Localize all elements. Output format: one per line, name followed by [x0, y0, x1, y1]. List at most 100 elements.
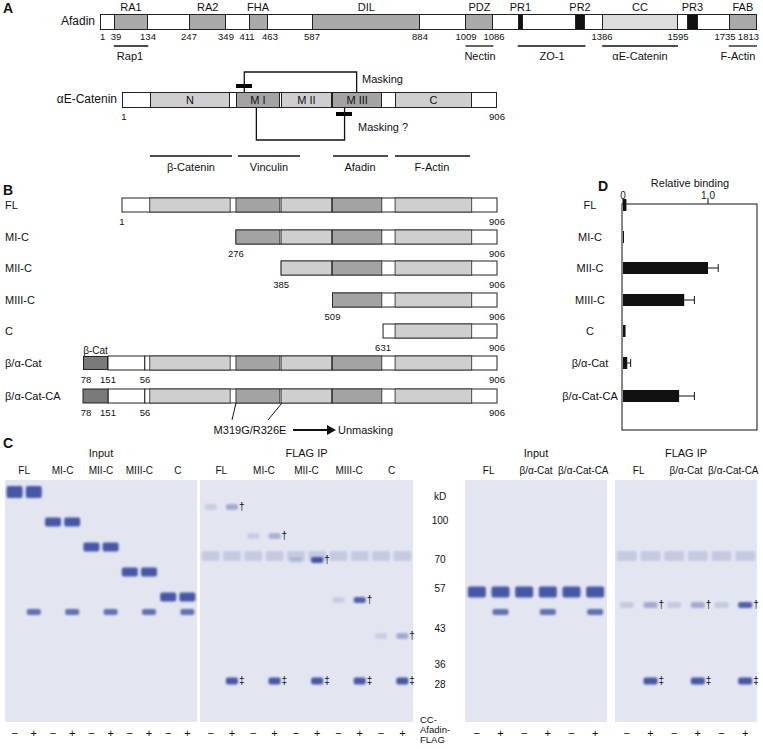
construct-bar [122, 198, 497, 212]
figure-label: αE-Catenin [612, 50, 667, 63]
domain-label: N [186, 94, 194, 107]
gel-band [65, 609, 79, 615]
domain-label: RA1 [120, 1, 141, 14]
figure-label: 411 [239, 32, 254, 43]
figure-label: − [293, 727, 299, 740]
figure-label: β/α-Cat-CA [558, 465, 608, 477]
figure-label: 151 [100, 408, 116, 419]
figure-label: ‡ [753, 675, 759, 687]
gel-band [396, 633, 408, 639]
construct-bar [383, 324, 497, 338]
domain-segment [332, 261, 381, 275]
domain-segment [395, 389, 472, 403]
gel-band [269, 678, 281, 685]
figure-label: FLAG IP [665, 447, 707, 460]
gel-band [26, 486, 42, 498]
construct-bar [281, 261, 497, 275]
error-bar [679, 396, 694, 397]
figure-label: ‡ [239, 675, 245, 687]
figure-label: MI-C [253, 465, 275, 477]
domain-segment [332, 389, 381, 403]
gel-band [735, 551, 755, 561]
gel-band [587, 609, 603, 615]
figure-label: 28 [434, 679, 445, 691]
figure-label: 151 [100, 375, 116, 386]
figure-label: Afadin [344, 161, 375, 174]
figure-label: + [497, 727, 503, 740]
figure-label: 463 [262, 32, 278, 43]
binding-region-line [729, 45, 757, 46]
domain-box: C [395, 92, 472, 108]
gel-band [27, 609, 41, 615]
figure-label: 906 [489, 375, 505, 386]
figure-label: † [324, 554, 330, 566]
gel-band [247, 533, 259, 539]
figure-label: 1595 [667, 32, 688, 43]
gel-band [141, 568, 157, 577]
figure-label: 1386 [591, 32, 612, 43]
domain-segment [332, 198, 381, 212]
gel-image [465, 480, 607, 722]
figure-label: 276 [228, 249, 244, 260]
domain-label: PDZ [468, 1, 490, 14]
figure-label: ZO-1 [539, 50, 564, 63]
protein-bar: AfadinRA1RA2FHADILPDZPR1PR2CCPR3FAB [100, 14, 757, 30]
domain-segment [332, 293, 381, 307]
gel-band [329, 551, 347, 561]
domain-segment [150, 356, 230, 370]
panel-letter: C [3, 435, 13, 451]
figure-label: β/α-Cat [669, 465, 702, 477]
figure-label: + [695, 727, 701, 740]
domain-label: PR3 [682, 1, 703, 14]
figure-label: + [107, 727, 113, 740]
gel-band [492, 587, 510, 598]
figure-label: C [388, 465, 395, 477]
domain-label: C [429, 94, 437, 107]
unmasking-arrow [293, 429, 328, 431]
domain-box: RA2 [189, 14, 226, 30]
gel-band [142, 609, 156, 615]
binding-region-line [114, 45, 148, 46]
binding-bar [623, 294, 684, 306]
chart-frame [622, 204, 757, 430]
figure-label: Masking ? [358, 121, 408, 134]
figure-label: + [545, 727, 551, 740]
figure-label: M319G/R326E [214, 424, 287, 437]
gel-band [354, 678, 366, 685]
figure-label: Unmasking [338, 424, 393, 437]
figure-label: 57 [434, 583, 445, 595]
figure-label: MII-C [294, 465, 318, 477]
domain-label: RA2 [197, 1, 218, 14]
gel-band [179, 593, 195, 602]
gel-band [738, 602, 752, 608]
figure-label: + [229, 727, 235, 740]
figure-label: Rap1 [117, 50, 143, 63]
domain-box: CC [602, 14, 678, 30]
construct-bar [145, 389, 497, 403]
panel-letter: A [3, 0, 13, 16]
figure-label: + [314, 727, 320, 740]
figure-label: 39 [111, 32, 122, 43]
gel-band [290, 557, 302, 563]
domain-box: FHA [249, 14, 268, 30]
gel-band [715, 602, 729, 608]
figure-label: − [335, 727, 341, 740]
error-cap [694, 296, 695, 304]
figure-label: + [271, 727, 277, 740]
gel-band [617, 551, 637, 561]
figure-label: 906 [489, 408, 505, 419]
gel-band [180, 609, 194, 615]
binding-region-line [465, 45, 493, 46]
figure-label: + [647, 727, 653, 740]
construct-bar [332, 293, 497, 307]
figure-label: 247 [181, 32, 197, 43]
gel-band [332, 597, 344, 603]
gel-band [641, 551, 661, 561]
gel-band [738, 678, 752, 685]
figure-label: 36 [434, 659, 445, 671]
binding-region-line [150, 155, 232, 156]
figure-label: + [146, 727, 152, 740]
figure-label: 385 [273, 280, 289, 291]
figure-label: − [50, 727, 56, 740]
gel-band [104, 609, 118, 615]
